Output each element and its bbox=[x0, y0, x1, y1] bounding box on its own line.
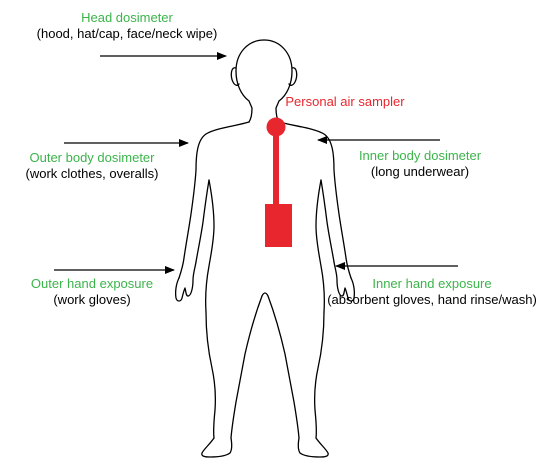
sampler-inlet-icon bbox=[267, 118, 286, 137]
head-dosimeter-label: Head dosimeter (hood, hat/cap, face/neck… bbox=[37, 10, 218, 42]
inner-hand-title: Inner hand exposure bbox=[327, 276, 537, 292]
inner-hand-subtitle: (absorbent gloves, hand rinse/wash) bbox=[327, 292, 537, 308]
inner-body-dosimeter-label: Inner body dosimeter (long underwear) bbox=[359, 148, 481, 180]
outer-body-dosimeter-label: Outer body dosimeter (work clothes, over… bbox=[26, 150, 159, 182]
sampler-tube bbox=[273, 136, 279, 206]
outer-body-subtitle: (work clothes, overalls) bbox=[26, 166, 159, 182]
inner-body-title: Inner body dosimeter bbox=[359, 148, 481, 164]
inner-hand-exposure-label: Inner hand exposure (absorbent gloves, h… bbox=[327, 276, 537, 308]
inner-body-subtitle: (long underwear) bbox=[359, 164, 481, 180]
air-sampler-title: Personal air sampler bbox=[285, 94, 404, 110]
outer-body-title: Outer body dosimeter bbox=[26, 150, 159, 166]
head-dosimeter-subtitle: (hood, hat/cap, face/neck wipe) bbox=[37, 26, 218, 42]
outer-hand-title: Outer hand exposure bbox=[31, 276, 153, 292]
head-outline bbox=[236, 40, 264, 122]
outer-hand-subtitle: (work gloves) bbox=[31, 292, 153, 308]
air-sampler-label: Personal air sampler bbox=[285, 94, 404, 110]
sampler-pump-icon bbox=[265, 204, 292, 247]
head-dosimeter-title: Head dosimeter bbox=[37, 10, 218, 26]
outer-hand-exposure-label: Outer hand exposure (work gloves) bbox=[31, 276, 153, 308]
air-sampler-device bbox=[265, 118, 292, 248]
